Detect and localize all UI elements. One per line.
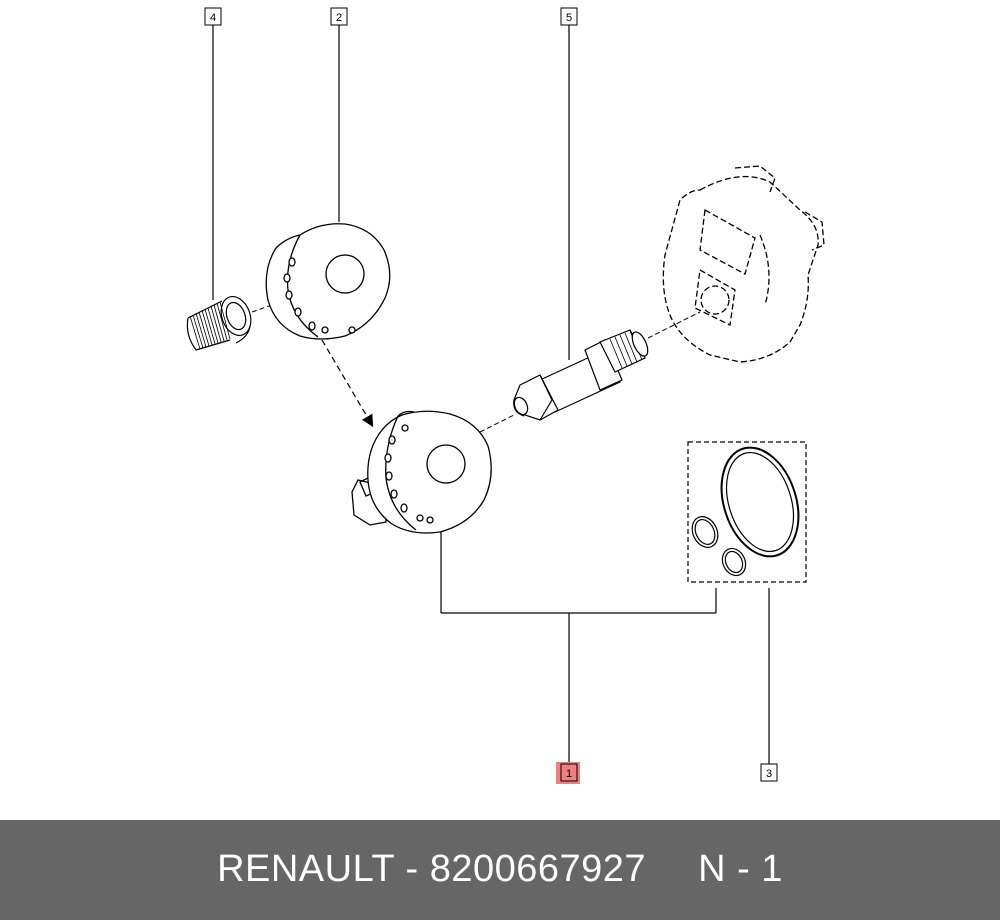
- leader-lines: [212, 25, 770, 764]
- exploded-parts-diagram: 4 2 5 1 3: [186, 7, 825, 784]
- axis-line: [251, 304, 273, 313]
- footer-caption: RENAULT - 8200667927 N - 1: [0, 848, 1000, 891]
- footer-bar: RENAULT - 8200667927 N - 1: [0, 820, 1000, 920]
- callout-5[interactable]: 5: [560, 7, 578, 26]
- brand-name: RENAULT: [217, 848, 395, 890]
- axis-line: [647, 311, 701, 339]
- callout-1[interactable]: 1: [556, 762, 580, 784]
- assembly-arrow: [321, 339, 374, 428]
- part-5-hollow-bolt: [513, 329, 649, 421]
- part-3-seal-kit: [687, 441, 807, 583]
- callout-4[interactable]: 4: [204, 7, 222, 26]
- callout-3[interactable]: 3: [760, 763, 778, 782]
- callout-5-label: 5: [566, 12, 572, 24]
- callout-3-label: 3: [766, 768, 772, 780]
- callout-2[interactable]: 2: [330, 7, 348, 26]
- callout-4-label: 4: [210, 12, 216, 24]
- callout-1-label: 1: [566, 768, 572, 780]
- engine-block-reference: [662, 165, 825, 363]
- part-number: 8200667927: [429, 848, 647, 890]
- quantity-label: N - 1: [698, 848, 783, 890]
- part-2-filter-cartridge: [265, 223, 391, 340]
- callout-2-label: 2: [336, 12, 342, 24]
- part-4-threaded-sleeve: [186, 296, 252, 351]
- part-1-filter-holder: [351, 410, 492, 534]
- axis-line: [479, 413, 517, 433]
- separator: -: [394, 848, 430, 890]
